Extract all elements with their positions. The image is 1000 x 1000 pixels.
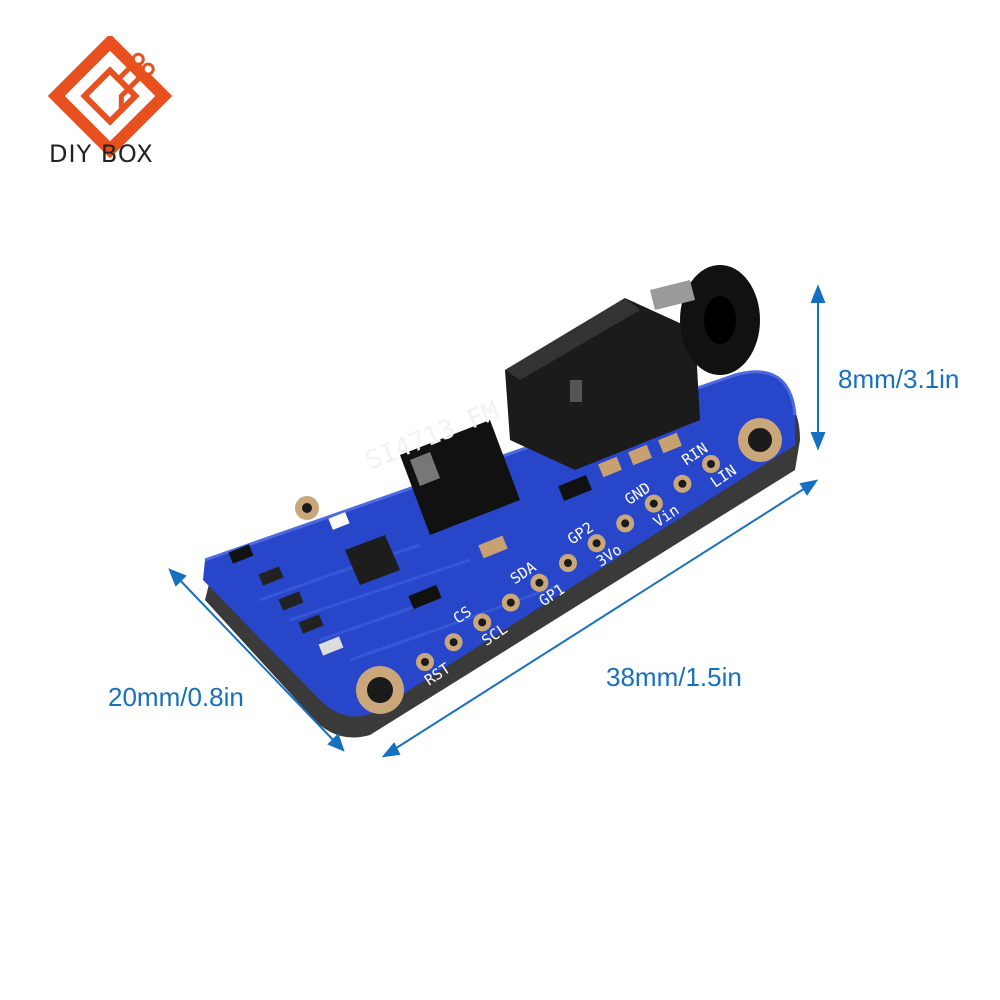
audio-jack <box>505 265 760 470</box>
pin-hole-scl <box>478 618 487 627</box>
length-dimension-label: 38mm/1.5in <box>606 662 742 692</box>
pin-hole-3vo <box>592 539 601 548</box>
diy-box-logo-icon <box>47 36 173 159</box>
qfn-chip <box>345 535 400 585</box>
length-dimension-line <box>389 484 811 753</box>
si4713-chip <box>400 420 520 535</box>
pin-hole-gnd <box>621 519 630 528</box>
brand-name: DIY BOX <box>49 140 154 168</box>
antenna-pad <box>295 496 319 520</box>
height-dimension-label: 8mm/3.1in <box>838 364 960 394</box>
pin-hole-rin <box>678 479 687 488</box>
passive-components <box>228 432 682 656</box>
pin-hole-cs <box>449 638 458 647</box>
pin-hole-sda <box>506 598 515 607</box>
pin-hole-vin <box>649 499 658 508</box>
mounting-hole-left <box>356 666 404 714</box>
pin-hole-gp1 <box>535 578 544 587</box>
width-dimension-label: 20mm/0.8in <box>108 682 244 712</box>
pin-hole-rst <box>421 658 429 666</box>
pin-hole-gp2 <box>564 559 572 567</box>
mounting-hole-right <box>738 418 782 462</box>
width-dimension-line <box>174 574 339 746</box>
pin-hole-lin <box>707 460 715 468</box>
